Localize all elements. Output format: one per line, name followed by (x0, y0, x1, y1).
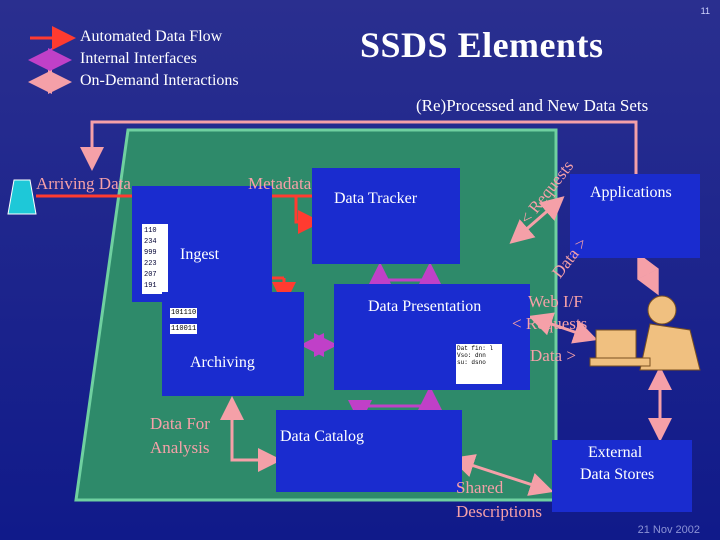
legend-ondemand: On-Demand Interactions (80, 72, 239, 89)
web-data-label: Data > (530, 346, 576, 365)
shared-descriptions-link (450, 454, 554, 496)
tracker-presentation-link (368, 262, 442, 286)
data-tracker-label: Data Tracker (334, 190, 418, 207)
analysis-label: Analysis (150, 438, 210, 457)
user-icon (589, 295, 701, 371)
data-catalog-box: Data Catalog (276, 410, 462, 492)
slide-number: 11 (700, 6, 710, 16)
data-catalog-label: Data Catalog (280, 428, 364, 445)
web-if-link (528, 312, 598, 344)
analysis-link (220, 396, 282, 472)
ingest-label: Ingest (180, 246, 220, 263)
disk-label-2: 110011 (170, 324, 198, 335)
metadata-label: Metadata (248, 174, 312, 193)
external-stores-box: External Data Stores (552, 440, 692, 512)
legend-automated: Automated Data Flow (80, 28, 223, 45)
data-presentation-label: Data Presentation (368, 298, 482, 315)
page-title: SSDS Elements (360, 25, 604, 65)
external-label-2: Data Stores (580, 466, 655, 483)
shared-label: Shared (456, 478, 504, 497)
reprocessed-arrow (80, 120, 638, 180)
legend-internal: Internal Interfaces (80, 50, 197, 67)
metadata-arrow (294, 196, 322, 234)
data-tracker-box: Data Tracker (312, 168, 460, 264)
reprocessed-label: (Re)Processed and New Data Sets (416, 96, 649, 115)
descriptions-label: Descriptions (456, 502, 542, 521)
data-for-label: Data For (150, 414, 210, 433)
external-label-1: External (588, 444, 643, 461)
web-if-label: Web I/F (528, 292, 583, 311)
archiving-label: Archiving (190, 354, 255, 371)
requests-link (509, 196, 565, 244)
data-source-icon (7, 179, 37, 215)
disk-label-1: 101110 (170, 308, 198, 319)
slide-date: 21 Nov 2002 (637, 524, 700, 536)
web-requests-label: < Requests (512, 314, 588, 333)
applications-box: Applications (570, 174, 700, 258)
arriving-data-label: Arriving Data (36, 174, 131, 193)
apps-user-link (637, 252, 659, 296)
applications-label: Applications (590, 184, 672, 201)
